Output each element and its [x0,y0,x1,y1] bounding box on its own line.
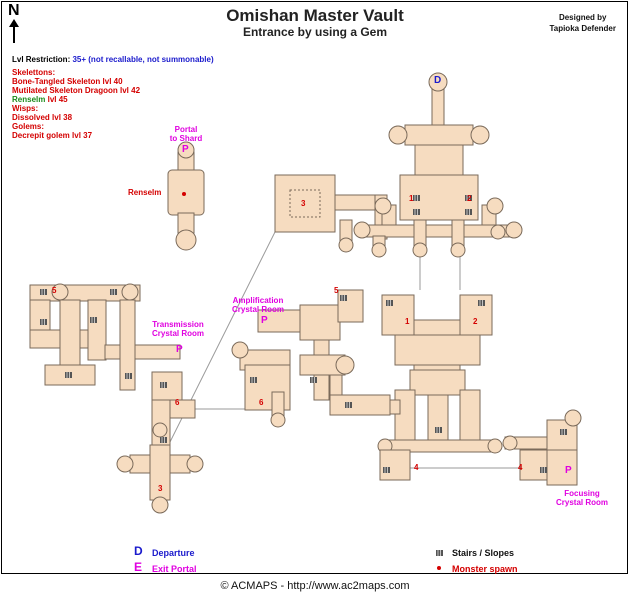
portal-marker-shard: P [182,144,189,155]
legend-d-letter: D [134,544,143,558]
map-frame [1,1,628,574]
legend-spawn-text: Monster spawn [452,564,518,574]
number-3-cross: 3 [158,484,163,493]
number-6-left: 6 [175,398,180,407]
author-line-1: Designed by [558,13,607,22]
number-4-left: 4 [414,463,419,472]
skeleton-2: Mutilated Skeleton Dragoon lvl 42 [12,86,141,95]
number-3-room: 3 [301,199,306,208]
copyright: © ACMAPS - http://www.ac2maps.com [220,580,410,592]
wisps-heading: Wisps: [12,104,39,113]
legend-e-letter: E [134,560,143,574]
page-subtitle: Entrance by using a Gem [242,25,388,39]
number-2-mid: 2 [473,317,478,326]
portal-marker-focusing: P [565,465,572,476]
number-4-right: 4 [518,463,523,472]
number-2-top: 2 [467,194,472,203]
compass: N [5,2,25,46]
number-5-left: 5 [52,286,57,295]
skeletons-heading: Skelettons: [12,68,56,77]
compass-north-label: N [8,2,20,19]
page-title: Omishan Master Vault [226,6,404,25]
legend-stairs-text: Stairs / Slopes [452,548,515,558]
legend-e-text: Exit Portal [152,564,197,574]
room-3-inner [289,189,321,218]
north-arrow-icon [9,19,19,43]
number-6-right: 6 [259,398,264,407]
number-5-right: 5 [334,286,339,295]
renselm-row: Renselm lvl 45 [12,95,68,104]
departure-marker: D [434,75,442,86]
info-panel: Lvl Restriction: 35+ (not recallable, no… [12,55,214,140]
golem-1: Decrepit golem lvl 37 [12,131,93,140]
renselm-label: Renselm [128,188,162,197]
skeleton-1: Bone-Tangled Skeleton lvl 40 [12,77,123,86]
renselm-spawn [182,192,186,196]
author-credit: Designed by Tapioka Defender [549,12,616,34]
portal-marker-transmission: P [176,344,183,355]
wisp-1: Dissolved lvl 38 [12,113,73,122]
legend-spawn-icon [437,566,441,570]
number-1-top: 1 [409,194,414,203]
rooms [29,72,582,514]
number-1-mid: 1 [405,317,410,326]
legend-stairs-icon [435,549,444,557]
author-line-2: Tapioka Defender [549,24,616,33]
portal-marker-amplification: P [261,315,268,326]
restriction-row: Lvl Restriction: 35+ (not recallable, no… [12,55,214,64]
golems-heading: Golems: [12,122,45,131]
legend-d-text: Departure [152,548,195,558]
